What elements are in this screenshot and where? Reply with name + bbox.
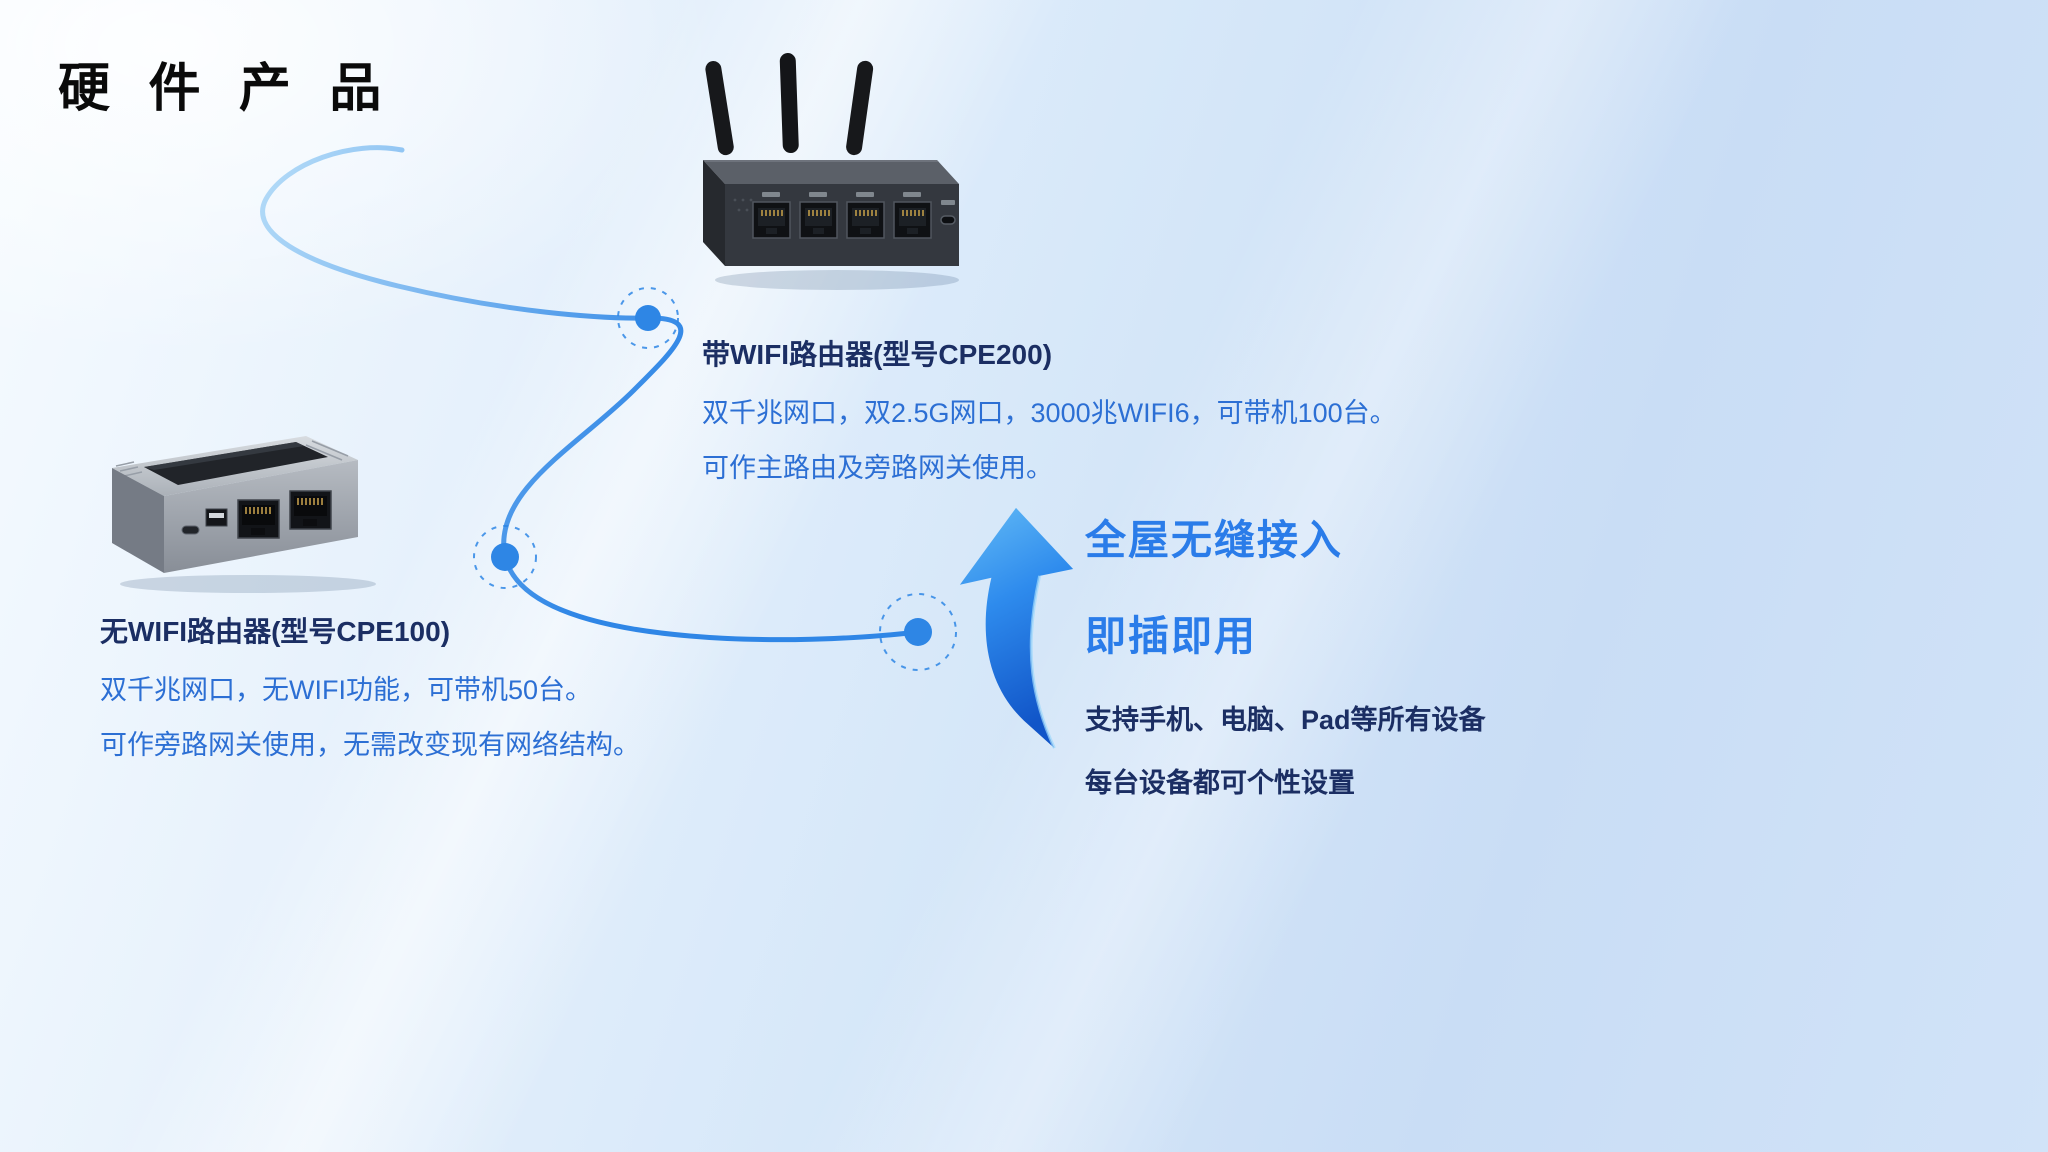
cpe100-name: 无WIFI路由器(型号CPE100) — [100, 616, 451, 647]
usb-c-port — [940, 200, 956, 225]
feature-headline-2: 即插即用 — [1085, 613, 1257, 659]
ethernet-ports — [237, 490, 332, 539]
antenna-icons — [705, 53, 874, 156]
ethernet-ports — [752, 192, 932, 239]
cpe100-info: 无WIFI路由器(型号CPE100) 双千兆网口，无WIFI功能，可带机50台。… — [100, 610, 640, 778]
cpe200-usage: 可作主路由及旁路网关使用。 — [702, 453, 1053, 483]
features: 全屋无缝接入 即插即用 支持手机、电脑、Pad等所有设备 每台设备都可个性设置 — [1085, 506, 1486, 824]
feature-detail-1: 支持手机、电脑、Pad等所有设备 — [1085, 705, 1486, 735]
cpe200-spec: 双千兆网口，双2.5G网口，3000兆WIFI6，可带机100台。 — [702, 398, 1397, 428]
cpe100-usage: 可作旁路网关使用，无需改变现有网络结构。 — [100, 730, 640, 760]
cpe200-info: 带WIFI路由器(型号CPE200) 双千兆网口，双2.5G网口，3000兆WI… — [702, 333, 1397, 501]
page-title: 硬 件 产 品 — [58, 60, 394, 118]
router-cpe200-image — [695, 50, 980, 298]
cpe100-spec: 双千兆网口，无WIFI功能，可带机50台。 — [100, 675, 593, 705]
up-arrow-icon — [952, 505, 1080, 753]
feature-headline-1: 全屋无缝接入 — [1085, 517, 1343, 563]
usb-c-port — [181, 525, 200, 535]
cpe200-name: 带WIFI路由器(型号CPE200) — [702, 339, 1053, 370]
feature-detail-2: 每台设备都可个性设置 — [1085, 768, 1355, 798]
usb-a-port — [205, 508, 228, 527]
router-cpe100-image — [98, 410, 383, 598]
